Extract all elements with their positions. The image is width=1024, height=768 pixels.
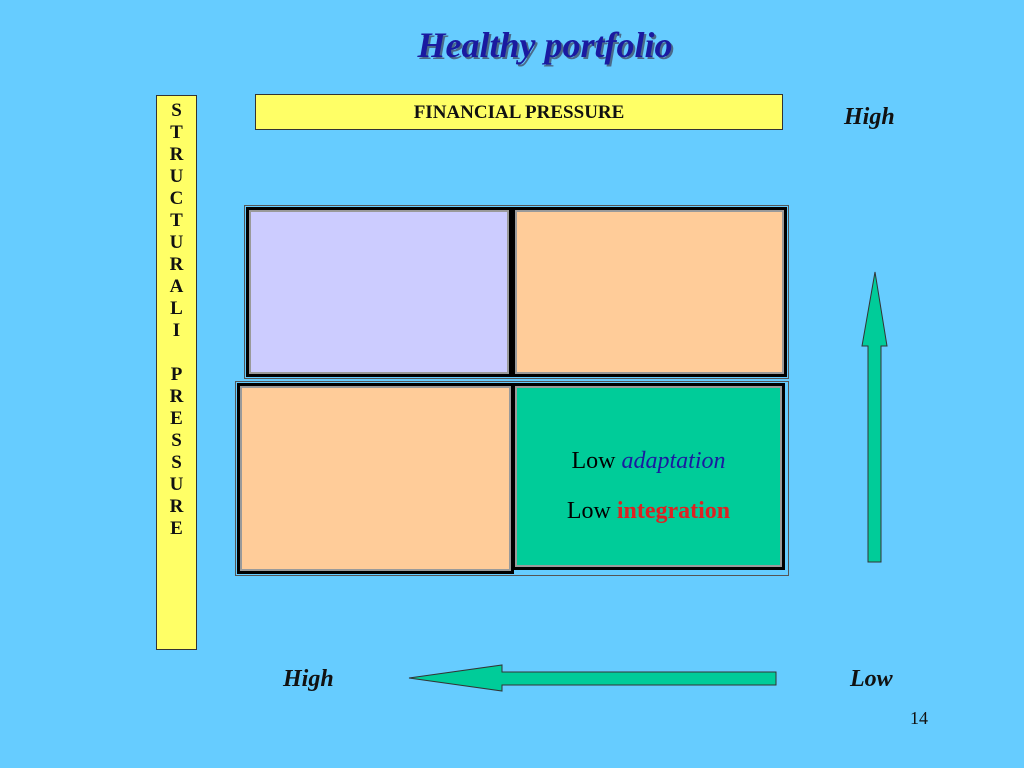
low-integration-prefix: Low (566, 498, 611, 524)
page-number: 14 (910, 708, 928, 728)
bottom-left-high-label: High (283, 666, 334, 692)
structural-pressure-letter: T (170, 210, 183, 231)
structural-pressure-letter: R (169, 386, 184, 407)
up-arrow (861, 271, 888, 563)
quadrant-bottom-left (237, 383, 514, 574)
structural-pressure-letter: R (169, 144, 184, 165)
structural-pressure-letter: T (170, 122, 183, 143)
quadrant-top-frame (244, 205, 789, 379)
structural-pressure-letter: E (170, 518, 183, 539)
low-integration-line: Low integration (512, 486, 785, 536)
quadrant-bottom-frame (235, 381, 789, 576)
structural-pressure-letter: I (172, 320, 181, 341)
left-arrow (408, 664, 777, 692)
structural-pressure-letter: S (171, 100, 182, 121)
low-adaptation-prefix: Low (571, 448, 616, 474)
structural-pressure-letter: U (169, 232, 184, 253)
low-adaptation-line: Low adaptation (512, 436, 785, 486)
adaptation-word: adaptation (621, 448, 726, 474)
structural-pressure-letter: P (170, 364, 183, 385)
quadrant-bottom-right (512, 383, 785, 570)
quadrant-top-right (512, 207, 787, 377)
financial-pressure-label: FINANCIAL PRESSURE (255, 94, 783, 130)
quadrant-top-left (246, 207, 512, 377)
structural-pressure-letter: U (169, 166, 184, 187)
structural-pressure-letter: C (169, 188, 184, 209)
structural-pressure-letter: S (171, 430, 182, 451)
structural-pressure-letter: A (169, 276, 184, 297)
structural-pressure-letter: E (170, 408, 183, 429)
bottom-right-low-label: Low (850, 666, 893, 692)
structural-pressure-letter: U (169, 474, 184, 495)
quadrant-bottom-right-text: Low adaptation Low integration (512, 436, 785, 536)
top-right-high-label: High (844, 104, 895, 130)
slide-title: Healthy portfolio (417, 25, 673, 65)
structural-pressure-letter: R (169, 254, 184, 275)
structural-pressure-letter: R (169, 496, 184, 517)
structural-pressure-letter: S (171, 452, 182, 473)
structural-pressure-letter: L (170, 298, 183, 319)
integration-word: integration (616, 498, 731, 524)
